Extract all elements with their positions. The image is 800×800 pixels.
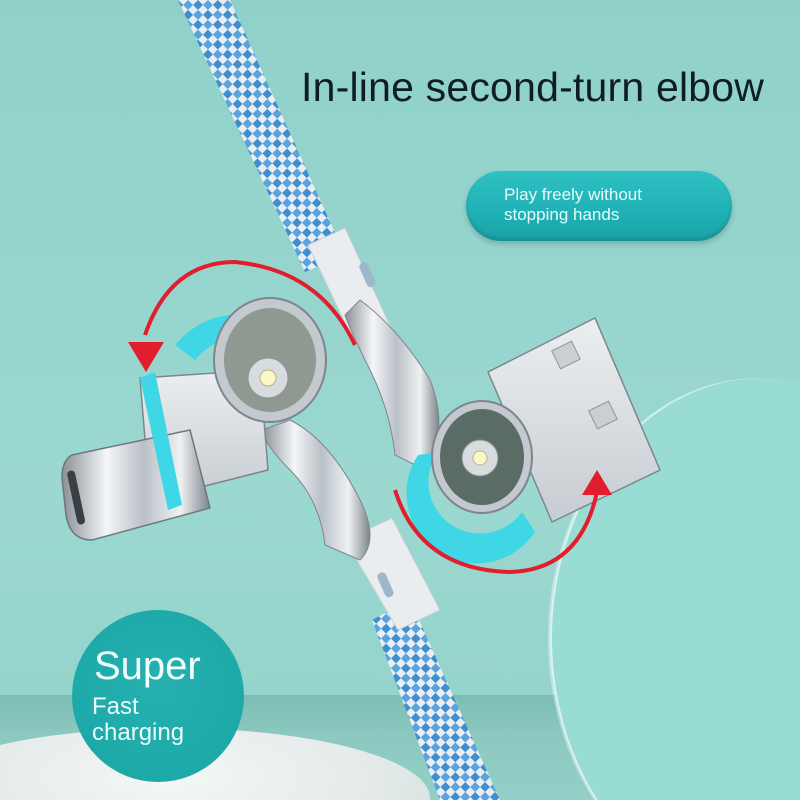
fast-charging-badge: Super Fast charging — [72, 610, 244, 782]
cable-top — [178, 0, 345, 272]
feature-pill-text: Play freely without stopping hands — [504, 185, 642, 224]
cable-bottom — [372, 600, 500, 800]
rotation-arrow-left-icon — [128, 259, 357, 372]
usb-c-connector — [61, 297, 371, 561]
rotation-arrow-right-icon — [393, 470, 612, 575]
usb-a-connector — [344, 299, 661, 564]
headline: In-line second-turn elbow — [301, 64, 765, 110]
badge-subtitle: Fast charging — [92, 693, 185, 746]
feature-pill: Play freely without stopping hands — [466, 171, 732, 241]
badge-title: Super — [94, 644, 201, 688]
